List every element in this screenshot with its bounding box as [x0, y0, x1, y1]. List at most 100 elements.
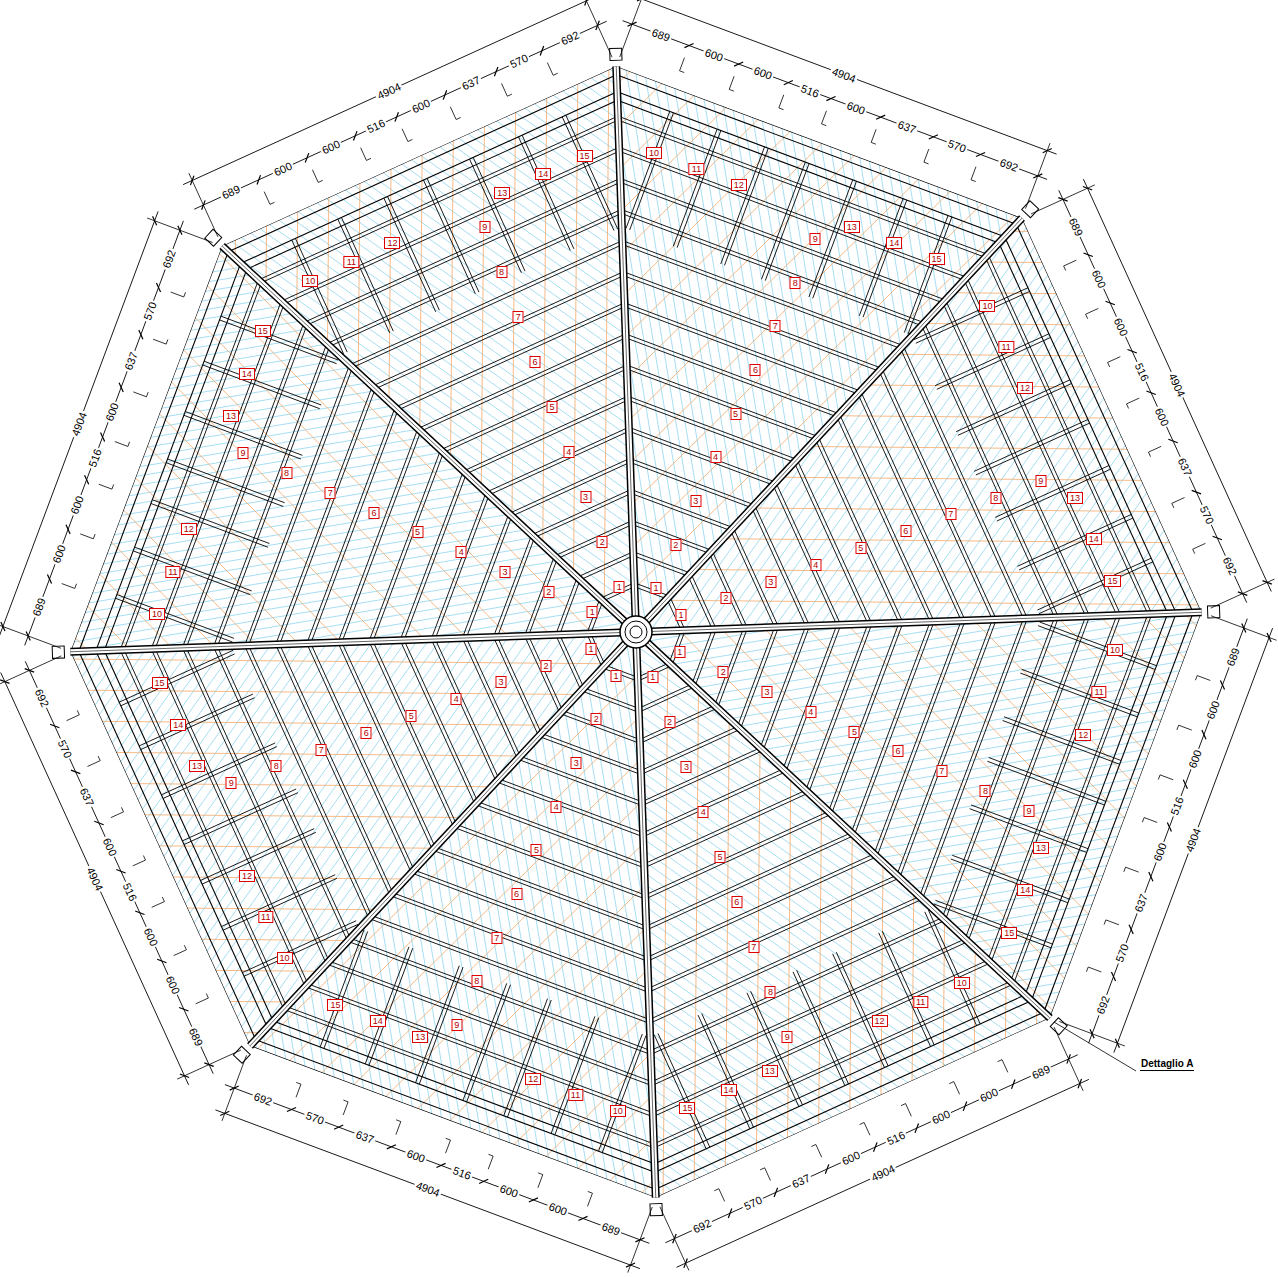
purlin	[626, 334, 840, 414]
hatch-line	[0, 630, 917, 1277]
hatch-line	[0, 439, 1278, 451]
hatch-line	[233, 47, 1214, 1046]
hatch-line	[0, 257, 1278, 488]
hatch-line	[56, 220, 1037, 1219]
purlin	[924, 323, 1058, 617]
hatch-line	[140, 121, 1278, 934]
hatch-line	[656, 366, 1278, 1277]
hatch-line	[193, 48, 1278, 861]
hatch-line	[0, 535, 985, 1277]
reference-tick	[680, 58, 685, 71]
hatch-line	[389, 0, 1278, 586]
ridge-beam	[636, 612, 1202, 632]
purlin	[499, 779, 643, 833]
reference-tick	[361, 148, 367, 161]
hatch-line	[0, 0, 680, 659]
purlin	[806, 624, 868, 790]
hatch-line	[268, 275, 1267, 1256]
hatch-line	[102, 176, 1242, 989]
hatch-line	[811, 0, 1042, 1274]
hatch-line	[908, 0, 920, 1277]
purlin	[329, 961, 652, 1082]
purlin	[529, 636, 563, 711]
hatch-line	[0, 0, 1221, 115]
rafter	[702, 1013, 754, 1127]
hatch-line	[869, 0, 1100, 1264]
purlin	[646, 835, 854, 930]
dimension-line	[623, 21, 1047, 180]
hatch-line	[0, 346, 1278, 358]
hatch-line	[616, 338, 1278, 1277]
hatch-line	[0, 124, 1261, 355]
eave-line	[256, 1040, 656, 1189]
hatch-line	[707, 403, 1278, 1277]
hatch-line	[806, 0, 1037, 1275]
purlin	[466, 638, 520, 756]
rafter	[863, 200, 907, 317]
hatch-line	[0, 37, 181, 1277]
eave-line	[1044, 613, 1193, 1013]
hatch-line	[524, 272, 1278, 1277]
hatch-line	[0, 0, 787, 768]
hatch-line	[2, 315, 1142, 1128]
hatch-line	[726, 416, 1278, 1277]
rafter	[555, 1018, 599, 1135]
hatch-line	[0, 359, 1111, 1172]
rafter	[833, 954, 885, 1068]
hatch-line	[473, 236, 1278, 1277]
hatch-line	[130, 136, 1270, 949]
hatch-line	[407, 0, 1278, 561]
hatch-line	[31, 275, 1171, 1088]
hatch-line	[0, 266, 1278, 497]
hatch-line	[48, 0, 861, 1072]
hatch-line	[1149, 0, 1278, 1217]
hatch-line	[0, 503, 750, 1277]
hatch-line	[762, 0, 993, 1277]
hatch-line	[386, 0, 1278, 590]
hatch-line	[0, 0, 745, 725]
hatch-line	[0, 481, 772, 1277]
rafter	[562, 117, 614, 231]
hatch-line	[0, 0, 714, 968]
hatch-line	[758, 0, 989, 1277]
purlin	[509, 458, 630, 513]
hatch-line	[550, 562, 1278, 1277]
hatch-line	[0, 443, 1278, 674]
rafter	[121, 654, 235, 706]
reference-tick	[924, 162, 929, 164]
purlin	[338, 642, 433, 850]
rafter	[221, 875, 335, 927]
eave-line	[228, 75, 616, 252]
hatch-line	[222, 7, 1278, 820]
hatch-line	[0, 33, 203, 1277]
hatch-line	[0, 146, 1264, 377]
hatch-line	[0, 0, 733, 981]
hatch-line	[420, 0, 1278, 542]
rafter	[152, 500, 269, 544]
hatch-line	[0, 0, 689, 950]
purlin	[404, 640, 478, 802]
support-bracket	[610, 48, 622, 60]
rafter	[809, 180, 853, 297]
hatch-line	[565, 301, 1278, 1277]
reference-tick	[779, 95, 784, 108]
purlin	[922, 326, 1055, 618]
reference-tick	[680, 71, 685, 73]
hatch-line	[585, 0, 816, 1277]
hatch-line	[580, 312, 1278, 1277]
purlin	[654, 984, 1014, 1148]
rafter	[141, 698, 255, 750]
hatch-line	[590, 319, 1278, 1277]
purlin	[457, 824, 646, 895]
hatch-line	[927, 0, 1158, 1254]
extension-line	[1026, 143, 1051, 209]
hatch-line	[133, 0, 145, 1277]
hatch-line	[0, 36, 185, 1277]
hatch-line	[476, 0, 1278, 806]
hatch-line	[0, 1123, 1278, 1135]
purlin	[879, 371, 992, 619]
hatch-line	[785, 0, 1016, 1277]
rafter	[388, 196, 440, 310]
